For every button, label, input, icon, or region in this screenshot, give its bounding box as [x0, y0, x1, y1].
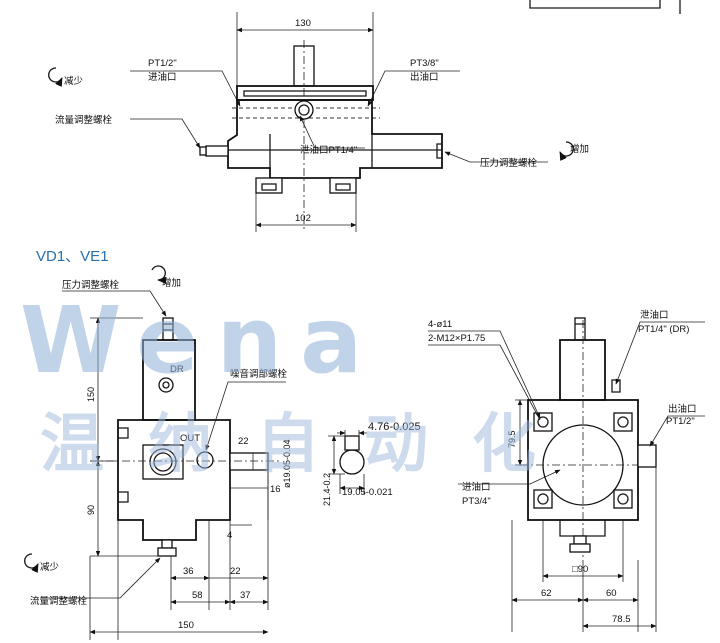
- label-bolt-holes: 4-ø11: [428, 319, 452, 330]
- front-bottom-screw: [569, 543, 591, 553]
- dim-90-vertical: 90: [86, 505, 96, 515]
- label-increase-side: 增加: [162, 277, 181, 289]
- rotate-decrease-side-icon: [24, 553, 39, 573]
- model-title: VD1、VE1: [36, 248, 109, 265]
- dim-78-5: 78.5: [612, 614, 631, 625]
- dim-130: 130: [295, 18, 311, 29]
- dim-60: 60: [606, 588, 617, 599]
- label-drain: 泄油口PT1/4": [300, 144, 357, 156]
- label-flow-screw-side: 流量调整螺栓: [30, 595, 88, 607]
- dim-square-90: □90: [572, 564, 588, 575]
- dim-key-width: 4.76-0.025: [368, 421, 421, 433]
- dr-port: [158, 377, 174, 393]
- keyway-detail: 4.76-0.025 21.4-0.2 19.05-0.021: [322, 421, 421, 506]
- watermark: Wena 温纳自动化: [20, 287, 580, 482]
- bolt-holes: [533, 412, 633, 509]
- rotate-increase-icon: [559, 141, 574, 161]
- label-pressure-screw: 压力调整螺栓: [480, 157, 538, 169]
- dim-62: 62: [541, 588, 552, 599]
- label-outlet: 出油口: [410, 71, 439, 83]
- label-pt-half: PT1/2": [148, 58, 177, 69]
- label-increase: 增加: [570, 143, 589, 155]
- label-pressure-screw-side: 压力调整螺栓: [62, 279, 120, 291]
- label-inlet: 进油口: [148, 71, 177, 83]
- label-flow-screw: 流量调整螺栓: [55, 114, 113, 126]
- dim-150-horizontal: 150: [178, 620, 194, 631]
- label-pt-3-8: PT3/8": [410, 58, 439, 69]
- label-inlet-thread: PT3/4": [462, 496, 491, 507]
- foot-right: [329, 177, 357, 194]
- dim-37: 37: [240, 590, 251, 601]
- label-drain-front: 泄油口: [640, 309, 669, 321]
- dim-36: 36: [183, 566, 194, 577]
- label-noise-screw: 噪音调部螺栓: [230, 368, 288, 380]
- flange-groove: [243, 90, 367, 97]
- watermark-brand: Wena: [20, 287, 380, 394]
- label-drain-thread: PT1/4" (DR): [638, 324, 689, 335]
- pump-body: [227, 99, 443, 179]
- front-top-screw: [574, 317, 586, 341]
- front-view: 4-ø11 2-M12×P1.75 泄油口 PT1/4" (DR) 出油口 PT…: [428, 309, 705, 632]
- drain-port-top: [294, 100, 314, 120]
- dim-58: 58: [192, 590, 203, 601]
- label-outlet-front: 出油口: [668, 403, 697, 415]
- flow-adjust-screw-top: [205, 145, 229, 157]
- dim-150-vertical: 150: [86, 387, 96, 402]
- label-outlet-thread: PT1/2": [666, 416, 695, 427]
- label-decrease: 减少: [64, 75, 84, 87]
- dim-79-5: 79.5: [507, 430, 517, 448]
- label-dr: DR: [170, 364, 184, 375]
- flange: [236, 85, 374, 101]
- foot-left: [255, 177, 283, 194]
- side-view: DR OUT 150 90 ø19.05-0.04 16 22: [24, 265, 292, 640]
- front-upper-housing: [559, 339, 606, 401]
- dim-22: 22: [230, 566, 241, 577]
- dim-shaft-dia: ø19.05-0.04: [282, 439, 292, 488]
- label-inlet-front: 进油口: [462, 481, 491, 493]
- dim-16: 16: [270, 484, 281, 495]
- rotate-decrease-icon: [48, 67, 63, 87]
- watermark-company: 温纳自动化: [40, 408, 580, 482]
- label-out: OUT: [180, 433, 200, 444]
- frame-corner: [529, 0, 661, 9]
- noise-adjust-screw: [196, 451, 214, 469]
- dim-key-height: 21.4-0.2: [322, 473, 332, 506]
- dim-22-angle: 22: [238, 436, 249, 447]
- rotate-increase-side-icon: [151, 265, 167, 284]
- dim-102: 102: [295, 213, 311, 224]
- outlet-boss: [637, 444, 657, 468]
- flow-adjust-screw: [157, 547, 177, 557]
- top-view: 130 102 PT1/2" 进油口: [48, 0, 681, 232]
- dim-key-depth: 19.05-0.021: [342, 487, 393, 498]
- label-bolt-thread: 2-M12×P1.75: [428, 333, 485, 344]
- label-decrease-side: 减少: [40, 561, 60, 573]
